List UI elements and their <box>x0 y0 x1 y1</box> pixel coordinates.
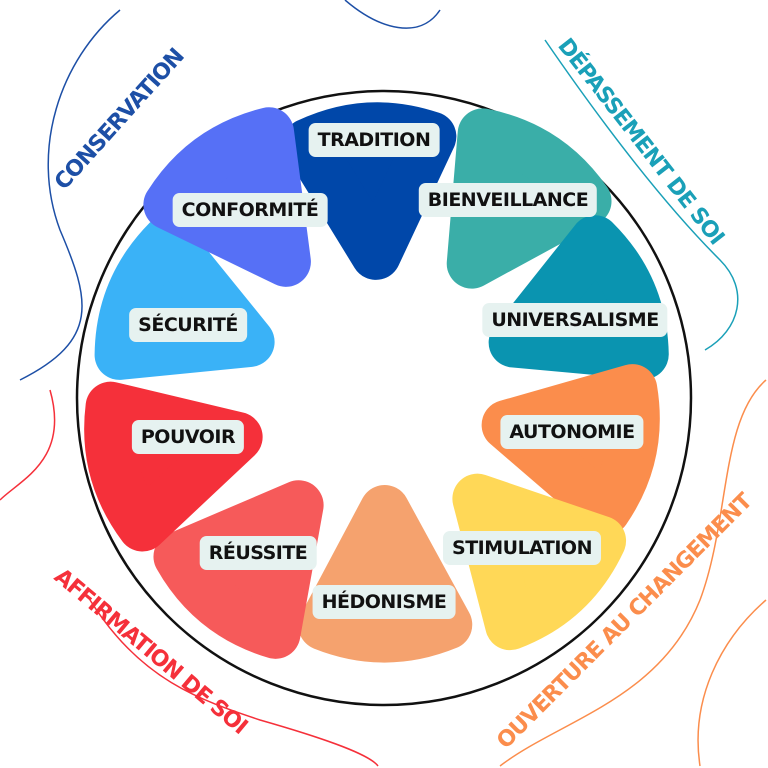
value-label: POUVOIR <box>131 420 245 454</box>
decorative-line <box>89 599 379 767</box>
decorative-line <box>697 599 767 767</box>
decorative-line <box>344 0 441 29</box>
value-label: CONFORMITÉ <box>172 193 328 227</box>
value-label: HÉDONISME <box>312 585 456 619</box>
value-label: RÉUSSITE <box>199 536 317 570</box>
outer-circle <box>75 89 693 707</box>
value-label: UNIVERSALISME <box>482 303 668 337</box>
decorative-line <box>0 389 56 501</box>
decorative-line <box>19 9 121 381</box>
value-label: STIMULATION <box>443 531 601 565</box>
value-label: SÉCURITÉ <box>129 308 247 342</box>
value-label: AUTONOMIE <box>500 415 644 449</box>
value-label: TRADITION <box>308 123 440 157</box>
decorative-line <box>544 39 739 351</box>
decorative-line <box>499 379 767 767</box>
value-label: BIENVEILLANCE <box>418 183 598 217</box>
